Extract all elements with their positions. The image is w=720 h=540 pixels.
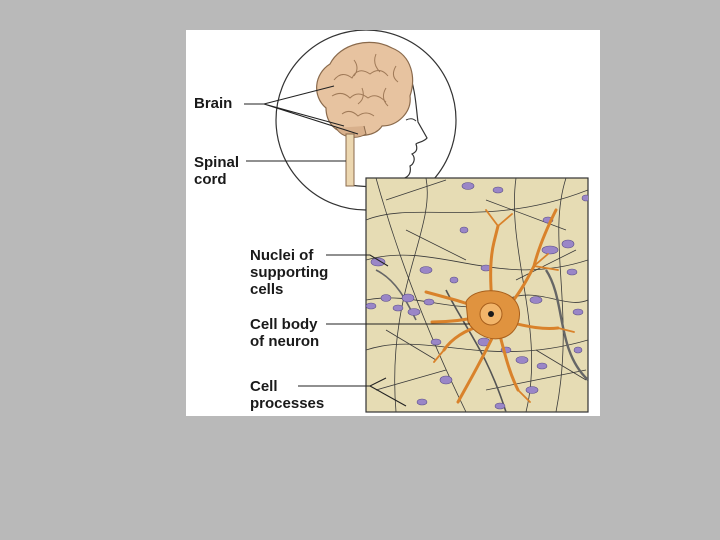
label-spinal-cord-line-1: Spinal	[194, 154, 240, 171]
label-cell-processes: Cell processes	[250, 378, 324, 412]
neuron	[424, 208, 575, 404]
label-cell-body-line-2: of neuron	[250, 333, 320, 350]
tissue-section	[365, 177, 589, 413]
label-spinal-cord: Spinal cord	[194, 154, 239, 188]
label-brain-line-1: Brain	[194, 95, 233, 112]
label-processes-line-1: Cell	[250, 378, 278, 395]
label-spinal-cord-line-2: cord	[194, 171, 227, 188]
label-cell-body-line-1: Cell body	[250, 316, 318, 333]
diagram-panel: Brain Spinal cord Nuclei of supporting c…	[186, 30, 600, 416]
spinal-cord	[345, 133, 355, 187]
label-processes-line-2: processes	[250, 395, 325, 412]
label-nuclei-line-2: supporting	[250, 264, 329, 281]
label-brain: Brain	[194, 95, 232, 112]
leader-lines	[244, 85, 470, 407]
nervous-system-illustration	[244, 30, 589, 413]
label-cell-body: Cell body of neuron	[250, 316, 319, 350]
label-nuclei-line-3: cells	[250, 281, 284, 298]
label-nuclei-line-1: Nuclei of	[250, 247, 314, 264]
label-nuclei-supporting-cells: Nuclei of supporting cells	[250, 247, 328, 298]
